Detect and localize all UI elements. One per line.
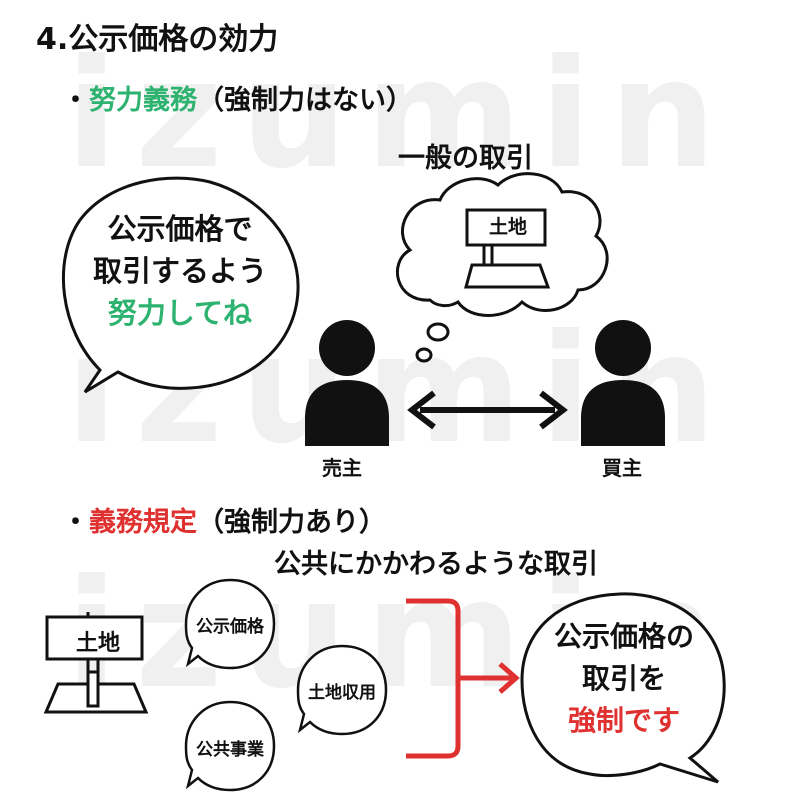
section2-highlight: 義務規定 (89, 507, 197, 538)
speech2-line3: 強制です (567, 704, 680, 737)
speech2-line2: 取引を (581, 662, 666, 695)
section2-rest: （強制力あり） (197, 507, 386, 538)
section1-heading: ・努力義務（強制力はない） (62, 78, 413, 117)
oval-text-3: 公共事業 (196, 740, 264, 760)
speech2-line1: 公示価格の (553, 620, 694, 653)
section2-bullet: ・ (62, 507, 89, 538)
land-sign-icon-left (43, 612, 149, 714)
oval-text-1: 公示価格 (196, 617, 264, 637)
land-sign-label-cloud: 土地 (488, 216, 527, 238)
speech-bubble-1-text: 公示価格で 取引するよう 努力してね (60, 208, 300, 334)
speech1-line3: 努力してね (107, 296, 253, 331)
section1-rest: （強制力はない） (197, 85, 413, 116)
section1-highlight: 努力義務 (89, 85, 197, 116)
buyer-label: 買主 (602, 456, 642, 480)
page-title: 4.公示価格の効力 (36, 22, 279, 57)
section2-heading: ・義務規定（強制力あり） (62, 500, 386, 539)
oval-public-price (184, 578, 276, 670)
land-sign-icon-cloud (464, 208, 551, 289)
public-transaction-label: 公共にかかわるような取引 (274, 549, 598, 580)
speech1-line2: 取引するよう (92, 254, 267, 289)
seller-label: 売主 (322, 456, 362, 480)
oval-text-2: 土地収用 (308, 683, 376, 703)
buyer-person-icon (581, 320, 665, 446)
watermark-top: izumin (65, 28, 734, 202)
seller-person-icon (305, 320, 389, 446)
speech1-line1: 公示価格で (107, 212, 253, 246)
land-sign-label-left: 土地 (75, 631, 120, 656)
oval-land-expropriation (296, 644, 388, 736)
double-arrow-icon (407, 390, 568, 430)
speech-bubble-2-text: 公示価格の 取引を 強制です (524, 616, 724, 742)
general-transaction-label: 一般の取引 (398, 143, 533, 174)
section1-bullet: ・ (62, 85, 89, 116)
oval-public-works (184, 700, 276, 792)
